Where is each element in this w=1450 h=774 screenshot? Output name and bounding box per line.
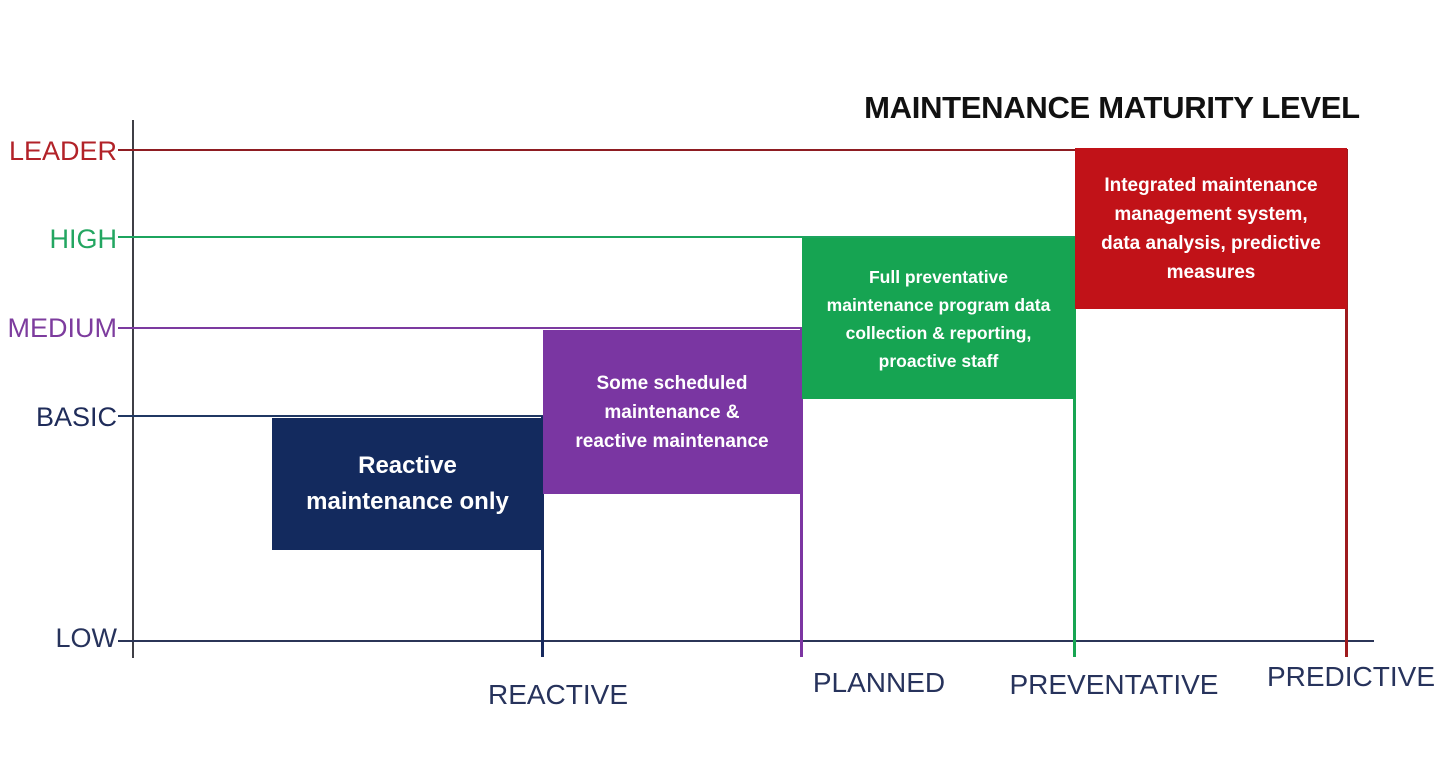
stage-box-reactive: Reactive maintenance only: [272, 418, 543, 550]
y-label-low: LOW: [55, 623, 117, 653]
stage-box-predictive: Integrated maintenance management system…: [1075, 148, 1347, 309]
x-axis-line: [118, 640, 1374, 642]
drop-line-planned: [800, 328, 803, 657]
stage-box-predictive-text: Integrated maintenance management system…: [1101, 171, 1321, 287]
x-label-reactive: REACTIVE: [487, 679, 629, 710]
x-label-predictive: PREDICTIVE: [1266, 661, 1436, 692]
stage-text-line: management system,: [1114, 203, 1308, 225]
stage-box-preventative: Full preventative maintenance program da…: [802, 238, 1075, 399]
stage-text-line: data analysis, predictive: [1101, 232, 1321, 254]
chart-title: MAINTENANCE MATURITY LEVEL: [864, 90, 1360, 125]
stage-text-line: maintenance only: [306, 488, 509, 515]
drop-line-predictive: [1345, 150, 1348, 657]
stage-text-line: maintenance &: [604, 401, 740, 423]
level-line-leader: [118, 149, 1348, 151]
level-line-medium: [118, 327, 802, 329]
stage-text-line: Integrated maintenance: [1104, 174, 1318, 196]
stage-text-line: measures: [1166, 261, 1256, 283]
stage-text-line: Some scheduled: [596, 372, 748, 394]
y-label-basic: BASIC: [35, 402, 117, 432]
level-line-high: [118, 236, 1076, 238]
stage-text-line: reactive maintenance: [575, 430, 769, 452]
y-label-medium: MEDIUM: [7, 313, 118, 343]
stage-text-line: Full preventative: [868, 266, 1009, 287]
stage-text-line: proactive staff: [878, 350, 999, 371]
drop-line-preventative: [1073, 237, 1076, 657]
stage-box-planned-text: Some scheduled maintenance & reactive ma…: [575, 369, 768, 456]
stage-box-preventative-text: Full preventative maintenance program da…: [827, 263, 1051, 375]
y-label-leader: LEADER: [8, 136, 117, 166]
stage-box-reactive-text: Reactive maintenance only: [306, 448, 509, 520]
y-label-high: HIGH: [49, 224, 118, 254]
stage-text-line: Reactive: [358, 452, 457, 479]
stage-box-planned: Some scheduled maintenance & reactive ma…: [543, 330, 801, 494]
x-label-preventative: PREVENTATIVE: [1009, 669, 1219, 700]
stage-text-line: maintenance program data: [826, 294, 1051, 315]
stage-text-line: collection & reporting,: [845, 322, 1032, 343]
x-label-planned: PLANNED: [812, 667, 946, 698]
level-line-basic: [118, 415, 544, 417]
y-axis-line: [132, 120, 134, 658]
